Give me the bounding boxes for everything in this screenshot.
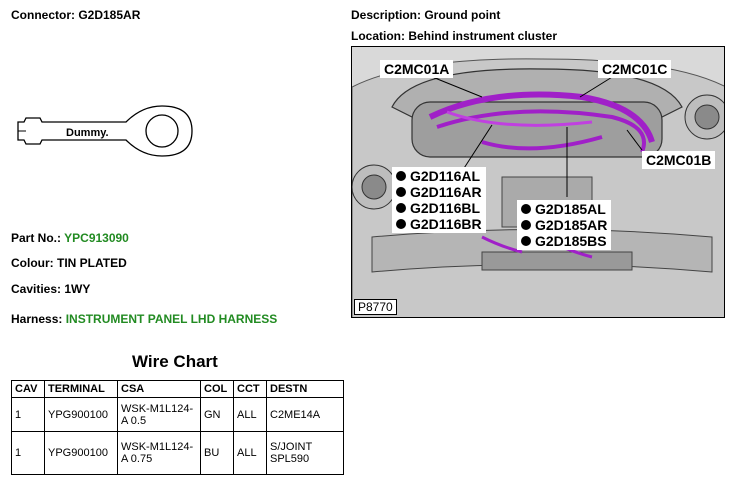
- bullet-icon: [396, 187, 406, 197]
- connector-id: Connector: G2D185AR: [11, 8, 141, 22]
- connector-description: Description: Ground point: [351, 8, 501, 22]
- table-cell: ALL: [233, 431, 267, 475]
- callout-c2mc01c: C2MC01C: [598, 60, 672, 78]
- table-cell: WSK-M1L124-A 0.5: [117, 397, 201, 432]
- bullet-icon: [521, 204, 531, 214]
- table-cell: S/JOINT SPL590: [266, 431, 344, 475]
- stack-right-item: G2D185AR: [521, 217, 607, 233]
- wire-chart-table: CAV TERMINAL CSA COL CCT DESTN 1 YPG9001…: [11, 380, 344, 475]
- stack-left-item: G2D116BR: [396, 216, 482, 232]
- stack-left-item: G2D116BL: [396, 200, 482, 216]
- harness-value: INSTRUMENT PANEL LHD HARNESS: [65, 312, 278, 326]
- table-cell: YPG900100: [44, 431, 118, 475]
- bullet-icon: [396, 203, 406, 213]
- terminal-drawing: Dummy.: [14, 100, 194, 162]
- part-number: Part No.: YPC913090: [11, 231, 129, 245]
- table-cell: YPG900100: [44, 397, 118, 432]
- harness-label: Harness:: [11, 312, 63, 326]
- table-cell: GN: [200, 397, 234, 432]
- callout-c2mc01a: C2MC01A: [380, 60, 454, 78]
- colour: Colour: TIN PLATED: [11, 256, 127, 270]
- stack-left-item: G2D116AR: [396, 184, 482, 200]
- wire-chart-title: Wire Chart: [132, 352, 218, 371]
- bullet-icon: [396, 219, 406, 229]
- callout-stack-right: G2D185AL G2D185AR G2D185BS: [517, 200, 612, 250]
- table-cell: C2ME14A: [266, 397, 344, 432]
- column-header: CAV: [11, 380, 45, 398]
- figure-id: P8770: [354, 299, 397, 315]
- stack-right-item: G2D185BS: [521, 233, 607, 249]
- stack-left-item: G2D116AL: [396, 168, 482, 184]
- callout-c2mc01b: C2MC01B: [642, 151, 716, 169]
- table-cell: ALL: [233, 397, 267, 432]
- column-header: COL: [200, 380, 234, 398]
- part-number-value: YPC913090: [64, 231, 129, 245]
- column-header: DESTN: [266, 380, 344, 398]
- dashboard-illustration: [352, 47, 724, 317]
- callout-stack-left: G2D116AL G2D116AR G2D116BL G2D116BR: [392, 167, 486, 233]
- table-row: 1 YPG900100 WSK-M1L124-A 0.5 GN ALL C2ME…: [11, 397, 344, 432]
- bullet-icon: [396, 171, 406, 181]
- table-cell: WSK-M1L124-A 0.75: [117, 431, 201, 475]
- column-header: CCT: [233, 380, 267, 398]
- location-image: C2MC01A C2MC01C C2MC01B G2D116AL G2D116A…: [351, 46, 725, 318]
- column-header: CSA: [117, 380, 201, 398]
- bullet-icon: [521, 220, 531, 230]
- cavities: Cavities: 1WY: [11, 282, 91, 296]
- terminal-drawing-label: Dummy.: [66, 127, 109, 139]
- table-row: 1 YPG900100 WSK-M1L124-A 0.75 BU ALL S/J…: [11, 431, 344, 475]
- part-number-label: Part No.:: [11, 231, 62, 245]
- table-header-row: CAV TERMINAL CSA COL CCT DESTN: [11, 380, 344, 398]
- table-cell: 1: [11, 431, 45, 475]
- harness: Harness: INSTRUMENT PANEL LHD HARNESS: [11, 312, 277, 326]
- table-cell: BU: [200, 431, 234, 475]
- stack-right-item: G2D185AL: [521, 201, 607, 217]
- table-cell: 1: [11, 397, 45, 432]
- bullet-icon: [521, 236, 531, 246]
- connector-location: Location: Behind instrument cluster: [351, 29, 558, 43]
- column-header: TERMINAL: [44, 380, 118, 398]
